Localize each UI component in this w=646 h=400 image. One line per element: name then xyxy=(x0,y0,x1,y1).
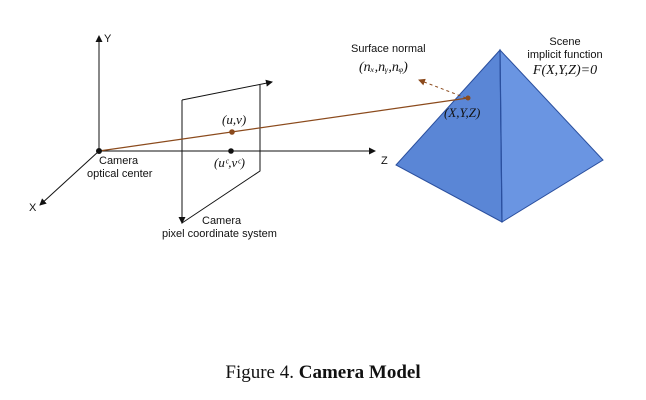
projection-ray xyxy=(98,97,469,152)
pixel-point-dot xyxy=(229,129,235,135)
normal-vector-label: (nₓ,nᵧ,nᵩ) xyxy=(359,60,408,75)
pixel-system-label-2: pixel coordinate system xyxy=(162,228,277,240)
scene-pyramid xyxy=(395,48,604,223)
image-plane xyxy=(181,85,261,224)
principal-point-dot xyxy=(228,148,234,154)
scene-label: Scene xyxy=(549,36,580,48)
optical-center-point xyxy=(96,148,102,154)
z-axis-label: Z xyxy=(381,155,388,167)
y-axis-label: Y xyxy=(104,33,112,45)
caption-prefix: Figure 4. xyxy=(225,362,294,383)
scene-point-dot xyxy=(465,95,471,101)
x-axis xyxy=(39,150,100,206)
scene-equation: F(X,Y,Z)=0 xyxy=(532,63,597,78)
pixel-system-label-1: Camera xyxy=(202,215,242,227)
scene-point-label: (X,Y,Z) xyxy=(444,105,480,120)
camera-center-label-1: Camera xyxy=(99,155,139,167)
figure-caption: Figure 4. Camera Model xyxy=(0,362,646,384)
camera-center-label-2: optical center xyxy=(87,168,153,180)
caption-title: Camera Model xyxy=(298,362,421,383)
pixel-point-label: (u,v) xyxy=(222,112,246,127)
surface-normal-label: Surface normal xyxy=(351,43,426,55)
principal-point-label: (uᶜ,vᶜ) xyxy=(214,155,245,170)
x-axis-label: X xyxy=(29,202,37,214)
implicit-function-label: implicit function xyxy=(527,49,602,61)
surface-normal-arrow xyxy=(418,78,467,99)
image-plane-u-axis xyxy=(181,79,273,101)
